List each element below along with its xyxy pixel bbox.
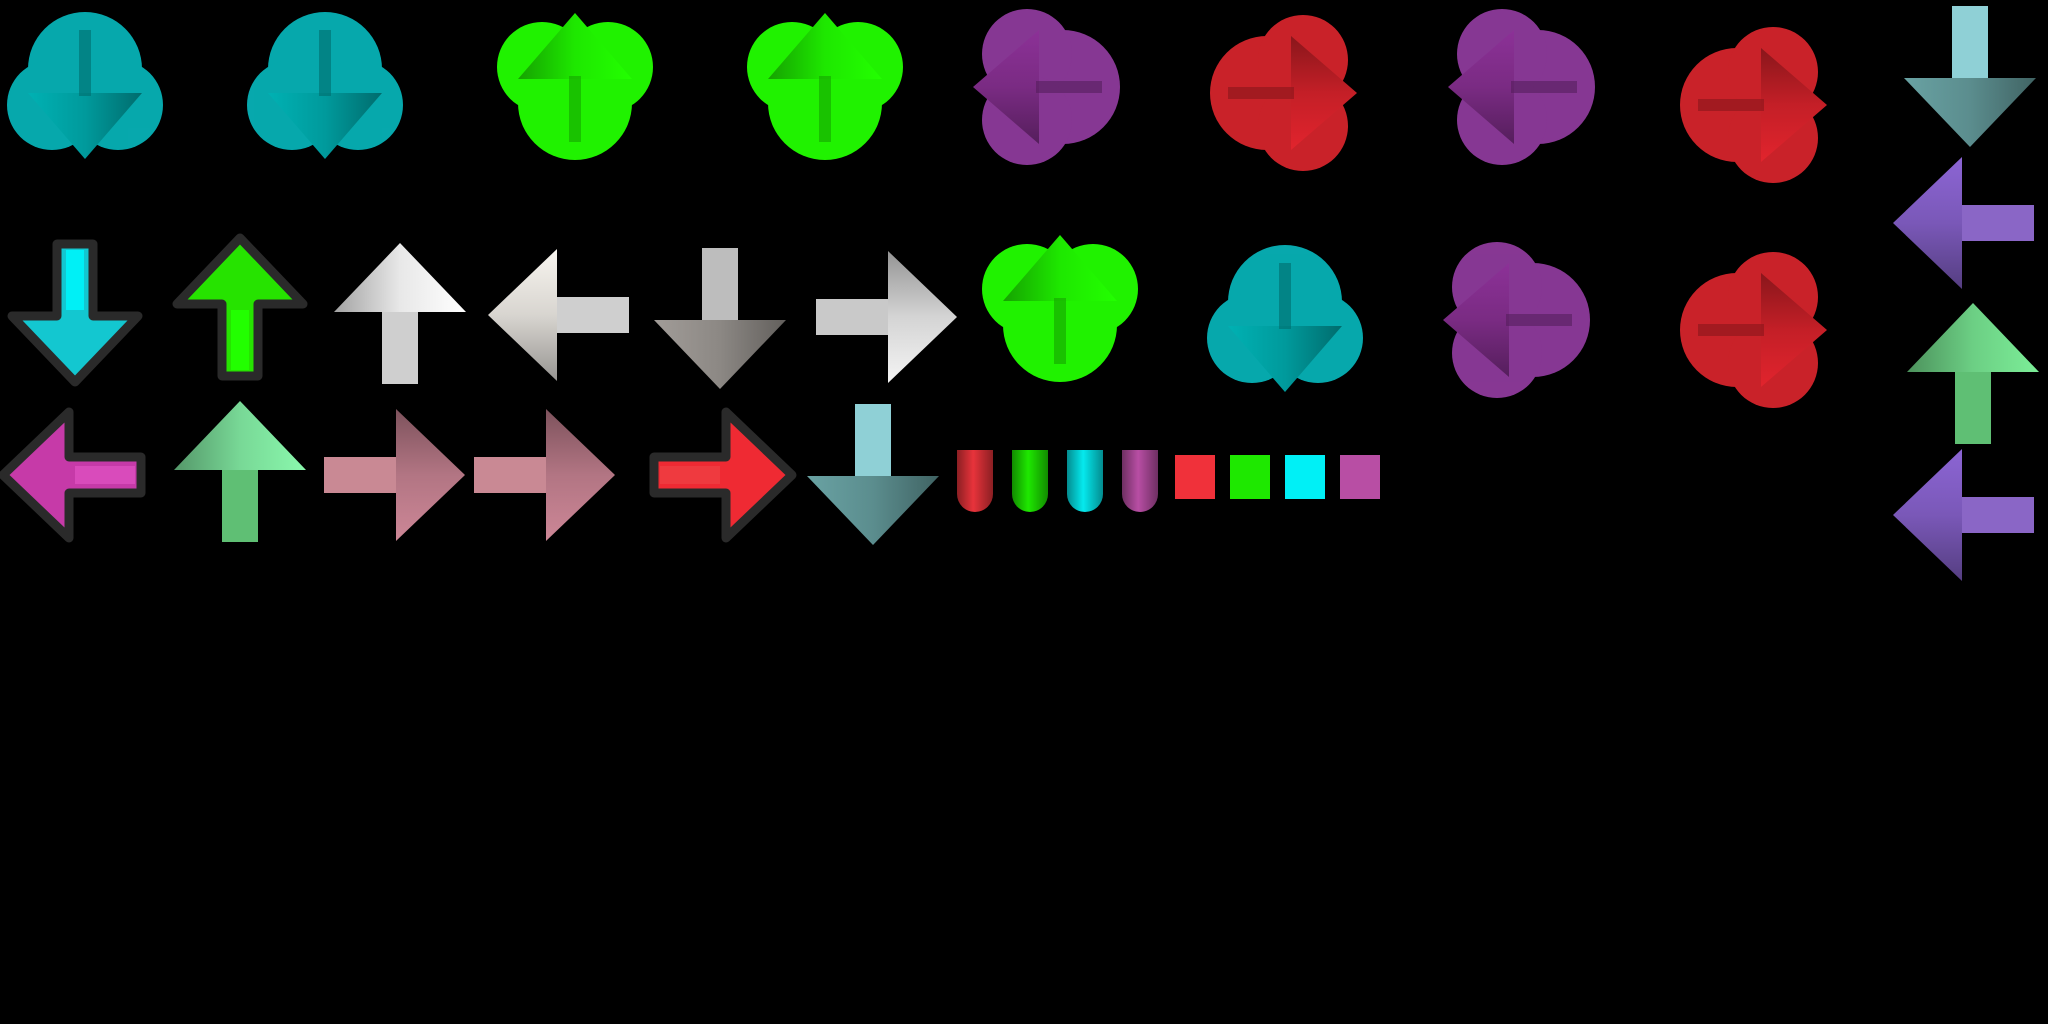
down-arrow-plain-note[interactable] bbox=[645, 242, 795, 392]
down-arrow-glow-note[interactable] bbox=[1207, 245, 1363, 395]
up-arrow-glow-note[interactable] bbox=[497, 10, 653, 160]
down-arrow-outlined-note[interactable] bbox=[0, 235, 150, 387]
up-arrow-glow-note[interactable] bbox=[982, 232, 1138, 382]
right-arrow-plain-note[interactable] bbox=[318, 400, 468, 550]
right-arrow-glow-note[interactable] bbox=[1680, 252, 1830, 408]
hold-body-segment[interactable] bbox=[1340, 455, 1380, 499]
left-arrow-plain-note[interactable] bbox=[485, 240, 635, 390]
hold-end-cap[interactable] bbox=[955, 450, 995, 516]
left-arrow-plain-note[interactable] bbox=[1890, 148, 2040, 298]
up-arrow-glow-note[interactable] bbox=[747, 10, 903, 160]
hold-end-cap[interactable] bbox=[1120, 450, 1160, 516]
right-arrow-glow-note[interactable] bbox=[1210, 15, 1360, 171]
down-arrow-glow-note[interactable] bbox=[247, 12, 403, 162]
down-arrow-glow-note[interactable] bbox=[7, 12, 163, 162]
left-arrow-plain-note[interactable] bbox=[1890, 440, 2040, 590]
hold-body-segment[interactable] bbox=[1285, 455, 1325, 499]
down-arrow-plain-note[interactable] bbox=[1895, 0, 2045, 150]
hold-body-segment[interactable] bbox=[1175, 455, 1215, 499]
right-arrow-plain-note[interactable] bbox=[810, 242, 960, 392]
right-arrow-glow-note[interactable] bbox=[1680, 27, 1830, 183]
left-arrow-outlined-note[interactable] bbox=[0, 400, 150, 550]
left-arrow-glow-note[interactable] bbox=[1440, 242, 1590, 398]
hold-end-cap[interactable] bbox=[1065, 450, 1105, 516]
hold-end-cap[interactable] bbox=[1010, 450, 1050, 516]
right-arrow-plain-note[interactable] bbox=[468, 400, 618, 550]
up-arrow-outlined-note[interactable] bbox=[165, 233, 315, 385]
hold-body-segment[interactable] bbox=[1230, 455, 1270, 499]
left-arrow-glow-note[interactable] bbox=[1445, 9, 1595, 165]
left-arrow-glow-note[interactable] bbox=[970, 9, 1120, 165]
up-arrow-plain-note[interactable] bbox=[1898, 300, 2048, 450]
up-arrow-plain-note[interactable] bbox=[165, 398, 315, 548]
down-arrow-plain-note[interactable] bbox=[798, 398, 948, 548]
right-arrow-outlined-note[interactable] bbox=[645, 400, 797, 550]
up-arrow-plain-note[interactable] bbox=[325, 240, 475, 390]
